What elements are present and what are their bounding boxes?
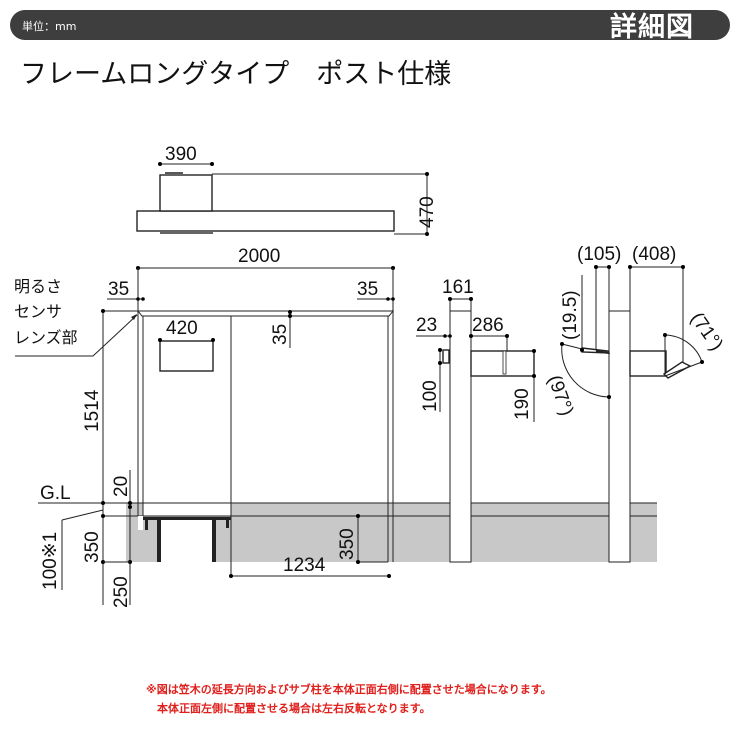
sensor-label-3: レンズ部 bbox=[14, 329, 78, 347]
dim-post-box-width: 420 bbox=[166, 318, 198, 339]
dim-box-height: 190 bbox=[512, 388, 533, 420]
dim-note-depth: 100※1 bbox=[40, 532, 61, 590]
sensor-label-2: センサ bbox=[14, 304, 62, 321]
dim-plan-depth: 470 bbox=[417, 196, 438, 228]
dim-flap: (19.5) bbox=[560, 290, 581, 340]
dim-left-ext: (105) bbox=[577, 244, 621, 265]
plan-view: 390 470 bbox=[136, 144, 438, 236]
dim-box-height-small: 100 bbox=[420, 380, 441, 412]
header-bar bbox=[10, 10, 730, 40]
dim-beam-height: 35 bbox=[270, 324, 291, 345]
sensor-label-1: 明るさ bbox=[14, 278, 62, 296]
dim-total-width: 2000 bbox=[238, 246, 280, 267]
gl-label: G.L bbox=[40, 483, 71, 504]
detail-badge: 詳細図 bbox=[610, 12, 694, 43]
unit-label: 単位：mm bbox=[22, 20, 77, 33]
footnote-1: ※図は笠木の延長方向およびサブ柱を本体正面右側に配置させた場合になります。 bbox=[146, 683, 552, 696]
dim-left-inset: 35 bbox=[108, 279, 129, 300]
dim-right-ext: (408) bbox=[632, 244, 676, 265]
dim-embed-depth: 350 bbox=[82, 531, 103, 563]
front-view: 2000 35 35 420 35 1514 bbox=[14, 246, 395, 608]
dim-footing: 250 bbox=[111, 576, 132, 608]
dim-plan-width: 390 bbox=[165, 144, 197, 165]
dim-box-offset: 23 bbox=[416, 315, 437, 336]
open-view: (105) (408) (19.5) (97°) (71°) bbox=[543, 244, 727, 563]
dim-base-offset: 20 bbox=[111, 476, 132, 497]
dim-post-width: 161 bbox=[442, 277, 474, 298]
page-title: フレームロングタイプ ポスト仕様 bbox=[20, 59, 452, 90]
dim-box-depth: 286 bbox=[472, 315, 504, 336]
angle-right: (71°) bbox=[686, 309, 727, 355]
dim-height: 1514 bbox=[82, 389, 103, 432]
side-view: 161 23 286 100 190 bbox=[416, 277, 536, 563]
dim-right-embed: 350 bbox=[337, 528, 358, 560]
dim-span: 1234 bbox=[283, 555, 326, 576]
footnote-2: 本体正面左側に配置させる場合は左右反転となります。 bbox=[157, 702, 431, 715]
dim-right-inset: 35 bbox=[357, 279, 378, 300]
